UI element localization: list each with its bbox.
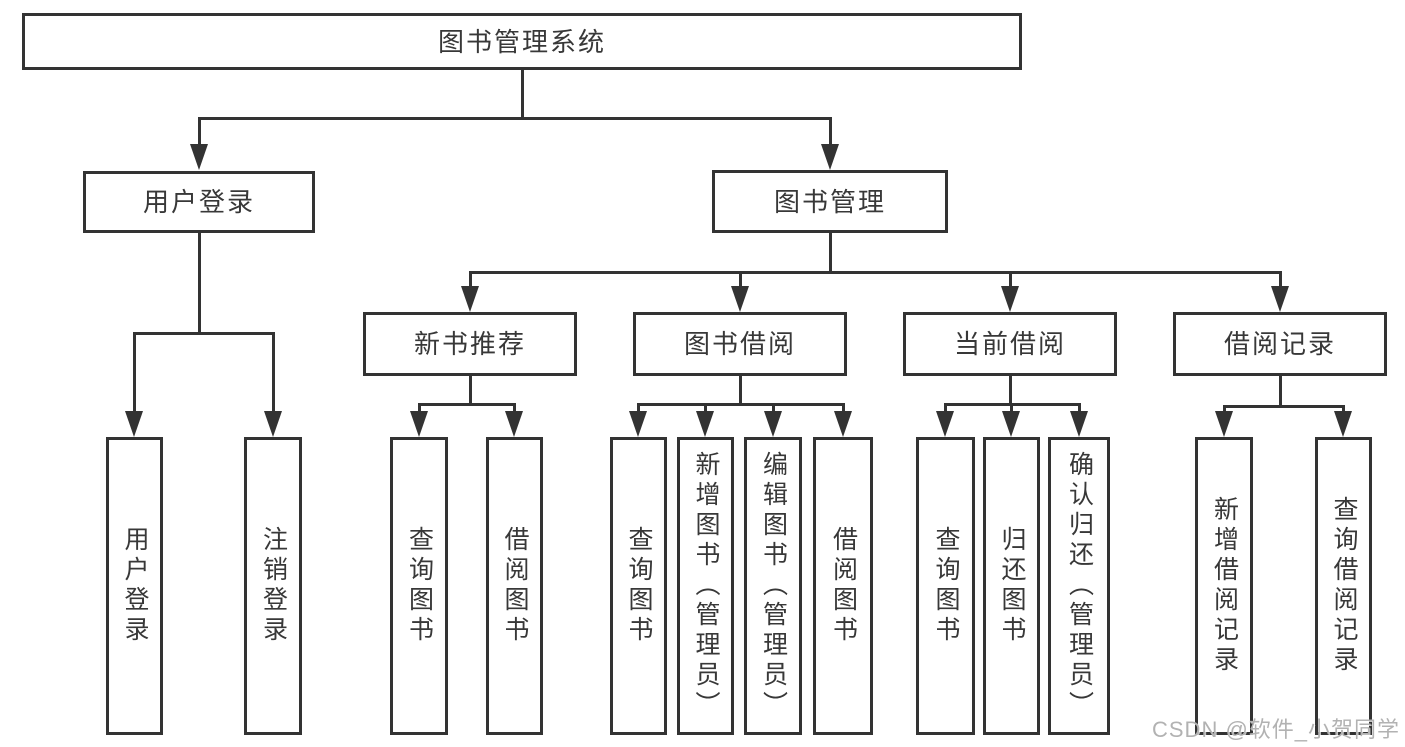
connector-drop — [771, 402, 775, 417]
node-logout: 注销登录 — [244, 437, 302, 735]
arrowhead-down-icon — [696, 411, 714, 437]
node-label-logout: 注销登录 — [259, 526, 288, 646]
node-label-borrow-record: 借阅记录 — [1223, 329, 1336, 359]
arrowhead-down-icon — [821, 144, 839, 170]
node-label-recommend-borrow-book: 借阅图书 — [501, 526, 529, 646]
arrowhead-down-icon — [505, 411, 523, 437]
connector-drop — [943, 402, 947, 417]
connector-drop — [1341, 404, 1345, 417]
arrowhead-down-icon — [1001, 286, 1019, 312]
arrowhead-down-icon — [1002, 411, 1020, 437]
connector-branch — [197, 116, 832, 120]
node-label-current-return-book: 归还图书 — [998, 526, 1026, 646]
node-recommend-borrow-book: 借阅图书 — [486, 437, 543, 735]
connector-stem — [468, 376, 472, 406]
connector-stem — [1278, 376, 1282, 408]
node-label-current-search-book: 查询图书 — [932, 526, 960, 646]
node-borrow-search-book: 查询图书 — [610, 437, 667, 735]
connector-drop — [512, 402, 516, 417]
connector-drop — [1278, 270, 1282, 292]
arrowhead-down-icon — [731, 286, 749, 312]
connector-drop — [271, 331, 275, 417]
connector-stem — [197, 232, 201, 335]
connector-drop — [1222, 404, 1226, 417]
arrowhead-down-icon — [1070, 411, 1088, 437]
connector-branch — [132, 331, 275, 335]
node-label-user-login: 用户登录 — [121, 526, 149, 646]
node-label-record-add: 新增借阅记录 — [1210, 496, 1239, 676]
node-new-book-recommend: 新书推荐 — [363, 312, 577, 376]
connector-stem — [520, 69, 524, 120]
arrowhead-down-icon — [936, 411, 954, 437]
node-label-current-borrow: 当前借阅 — [953, 329, 1066, 359]
node-borrow-borrow-book: 借阅图书 — [813, 437, 873, 735]
node-label-new-book-recommend: 新书推荐 — [413, 329, 526, 359]
arrowhead-down-icon — [410, 411, 428, 437]
connector-branch — [417, 402, 516, 406]
connector-drop — [1077, 402, 1081, 417]
node-book-management: 图书管理 — [712, 170, 948, 233]
arrowhead-down-icon — [629, 411, 647, 437]
node-label-borrow-borrow-book: 借阅图书 — [829, 526, 858, 646]
connector-branch — [636, 402, 845, 406]
node-current-confirm-return: 确认归还（管理员） — [1048, 437, 1110, 735]
connector-drop — [841, 402, 845, 417]
node-borrow-add-book: 新增图书（管理员） — [677, 437, 734, 735]
node-library-system: 图书管理系统 — [22, 13, 1022, 70]
connector-drop — [197, 116, 201, 150]
connector-branch — [1222, 404, 1345, 408]
node-borrow-edit-book: 编辑图书（管理员） — [744, 437, 802, 735]
node-user-login: 用户登录 — [106, 437, 163, 735]
arrowhead-down-icon — [264, 411, 282, 437]
node-label-borrow-search-book: 查询图书 — [625, 526, 653, 646]
arrowhead-down-icon — [1334, 411, 1352, 437]
node-label-record-search: 查询借阅记录 — [1330, 496, 1358, 676]
node-label-library-system: 图书管理系统 — [437, 26, 606, 57]
connector-drop — [828, 116, 832, 150]
arrowhead-down-icon — [1271, 286, 1289, 312]
connector-stem — [828, 233, 832, 274]
node-record-search: 查询借阅记录 — [1315, 437, 1372, 735]
arrowhead-down-icon — [461, 286, 479, 312]
node-label-recommend-search-book: 查询图书 — [405, 526, 434, 646]
node-label-user-login-group: 用户登录 — [142, 187, 255, 217]
node-record-add: 新增借阅记录 — [1195, 437, 1253, 735]
watermark: CSDN @软件_小贺同学 — [1152, 717, 1401, 742]
node-label-borrow-edit-book: 编辑图书（管理员） — [759, 451, 788, 721]
arrowhead-down-icon — [764, 411, 782, 437]
arrowhead-down-icon — [834, 411, 852, 437]
connector-drop — [468, 270, 472, 292]
connector-drop — [132, 331, 136, 417]
connector-stem — [738, 376, 742, 406]
connector-drop — [703, 402, 707, 417]
arrowhead-down-icon — [1215, 411, 1233, 437]
node-recommend-search-book: 查询图书 — [390, 437, 448, 735]
connector-drop — [636, 402, 640, 417]
node-current-return-book: 归还图书 — [983, 437, 1040, 735]
node-label-borrow-add-book: 新增图书（管理员） — [692, 451, 720, 721]
arrowhead-down-icon — [190, 144, 208, 170]
arrowhead-down-icon — [125, 411, 143, 437]
connector-stem — [1008, 376, 1012, 406]
node-label-current-confirm-return: 确认归还（管理员） — [1065, 451, 1094, 721]
node-label-book-borrow: 图书借阅 — [683, 329, 796, 359]
node-user-login-group: 用户登录 — [83, 171, 315, 233]
connector-drop — [1009, 402, 1013, 417]
connector-drop — [1008, 270, 1012, 292]
connector-drop — [417, 402, 421, 417]
connector-branch — [468, 270, 1282, 274]
node-current-borrow: 当前借阅 — [903, 312, 1117, 376]
connector-drop — [738, 270, 742, 292]
node-book-borrow: 图书借阅 — [633, 312, 847, 376]
node-borrow-record: 借阅记录 — [1173, 312, 1387, 376]
node-label-book-management: 图书管理 — [773, 186, 886, 217]
node-current-search-book: 查询图书 — [916, 437, 975, 735]
